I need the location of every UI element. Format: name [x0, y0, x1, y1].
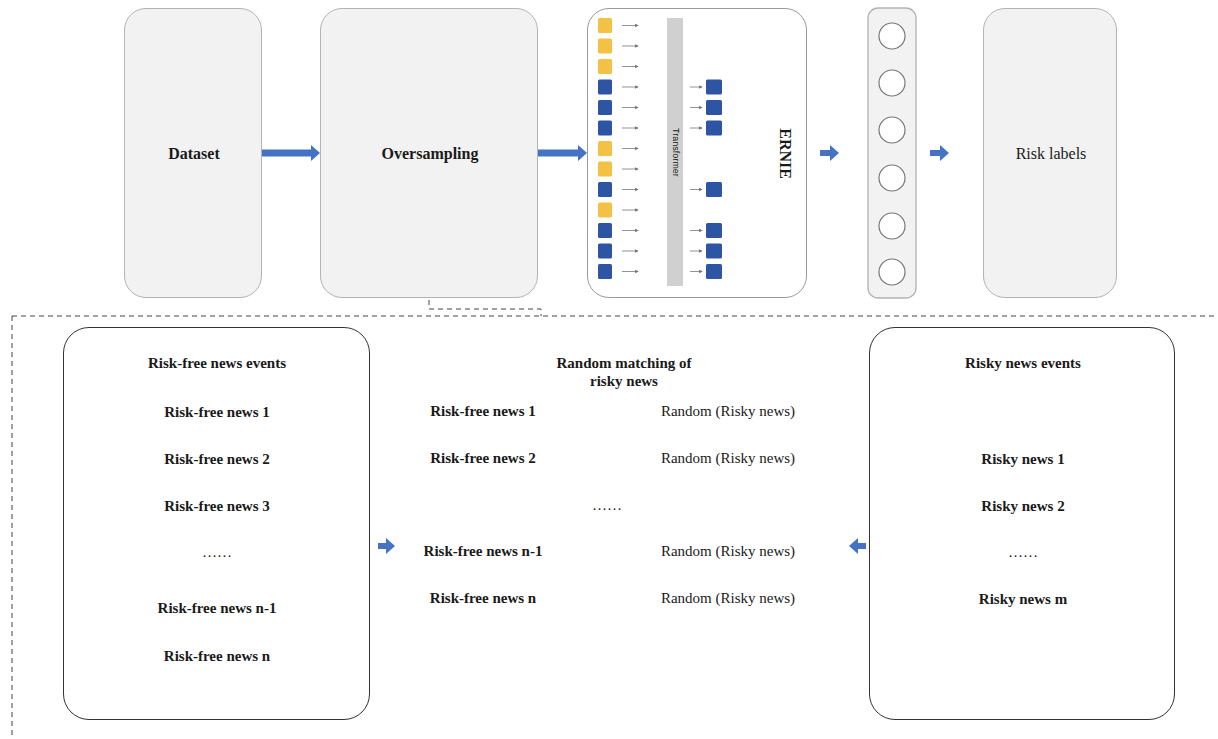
- pair-text: ……: [592, 496, 622, 514]
- pair-text: Risk-free news n-1: [424, 542, 543, 560]
- pair-text: Risk-free news n: [430, 589, 536, 607]
- list-item: Risk-free news n-1: [158, 599, 277, 617]
- box-title: Risk labels: [1011, 144, 1091, 163]
- box-title: ERNIE: [775, 129, 794, 180]
- box-title: Risky news events: [965, 354, 1081, 372]
- process-box: Dataset: [124, 8, 262, 298]
- dashed-bracket: [12, 300, 1218, 739]
- list-item: Risk-free news 1: [164, 403, 270, 421]
- pair-text: Random (Risky news): [661, 542, 795, 560]
- box-title: Oversampling: [382, 144, 479, 163]
- pair-text: Random (Risky news): [661, 402, 795, 420]
- list-item: Risky news 2: [981, 497, 1064, 515]
- list-item: Risk-free news 2: [164, 450, 270, 468]
- box-title: Risk-free news events: [148, 354, 286, 372]
- section-title: Random matching of risky news: [539, 354, 709, 390]
- pair-text: Risk-free news 1: [430, 402, 536, 420]
- list-item: Risk-free news 3: [164, 497, 270, 515]
- list-item: ……: [202, 543, 232, 561]
- neurons: [879, 23, 905, 285]
- process-box: Oversampling: [320, 8, 538, 298]
- output-layer: [868, 8, 916, 298]
- list-box: Risk-free news eventsRisk-free news 1 Ris…: [63, 327, 370, 720]
- pair-text: Risk-free news 2: [430, 449, 536, 467]
- block-arrow: [262, 145, 320, 161]
- pair-text: Random (Risky news): [661, 589, 795, 607]
- block-arrow: [538, 145, 587, 161]
- list-box: Risky news eventsRisky news 1 Risky news …: [869, 327, 1175, 720]
- process-box: ERNIE: [587, 8, 807, 298]
- list-item: Risk-free news n: [164, 647, 270, 665]
- pair-text: Random (Risky news): [661, 449, 795, 467]
- process-box: Risk labels: [983, 8, 1117, 298]
- box-title: Dataset: [168, 144, 220, 163]
- layer-label: Transformer: [670, 128, 681, 177]
- list-item: Risky news 1: [981, 450, 1064, 468]
- list-item: Risky news m: [979, 590, 1067, 608]
- token-column: [598, 18, 722, 279]
- transformer-bar: [667, 18, 683, 286]
- list-item: ……: [1008, 543, 1038, 561]
